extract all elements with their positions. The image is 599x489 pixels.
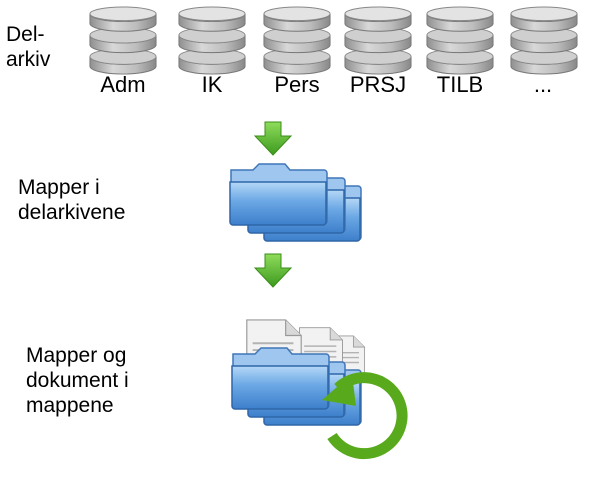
step-2-text: Mapper og dokument i mappene — [26, 343, 129, 418]
heading: Del- arkiv — [6, 22, 50, 72]
archive-label-tilb: TILB — [436, 72, 484, 97]
folder-stack — [226, 162, 376, 244]
archive-label-more: ... — [533, 72, 553, 97]
circular-arrow-icon — [322, 372, 408, 460]
cycle — [318, 370, 418, 474]
database-icon — [177, 6, 247, 76]
step-2-line-1: Mapper og — [26, 344, 127, 367]
folder-icon — [230, 346, 330, 410]
step-1-line-1: Mapper i — [18, 176, 100, 199]
folder-icon — [228, 162, 328, 226]
step-2-line-2: dokument i — [26, 369, 129, 392]
database-icon — [343, 6, 413, 76]
down-arrow-icon — [253, 121, 293, 157]
archive-tilb — [425, 6, 495, 76]
database-icon — [88, 6, 158, 76]
archive-adm — [88, 6, 158, 76]
archive-prsj — [343, 6, 413, 76]
heading-line-2: arkiv — [6, 48, 51, 71]
step-1-line-2: delarkivene — [18, 201, 126, 224]
database-icon — [509, 6, 579, 76]
archive-pers — [262, 6, 332, 76]
heading-line-1: Del- — [6, 23, 45, 46]
step-1-text: Mapper i delarkivene — [18, 175, 125, 225]
database-icon — [262, 6, 332, 76]
archive-label-adm: Adm — [100, 72, 146, 97]
database-icon — [425, 6, 495, 76]
down-arrow-icon — [253, 253, 293, 289]
arrow-2 — [253, 253, 293, 289]
archive-label-pers: Pers — [274, 72, 320, 97]
archive-ik — [177, 6, 247, 76]
arrow-1 — [253, 121, 293, 157]
step-2-line-3: mappene — [26, 394, 114, 417]
archive-label-prsj: PRSJ — [349, 72, 407, 97]
archive-label-ik: IK — [201, 72, 223, 97]
archive-more — [509, 6, 579, 76]
